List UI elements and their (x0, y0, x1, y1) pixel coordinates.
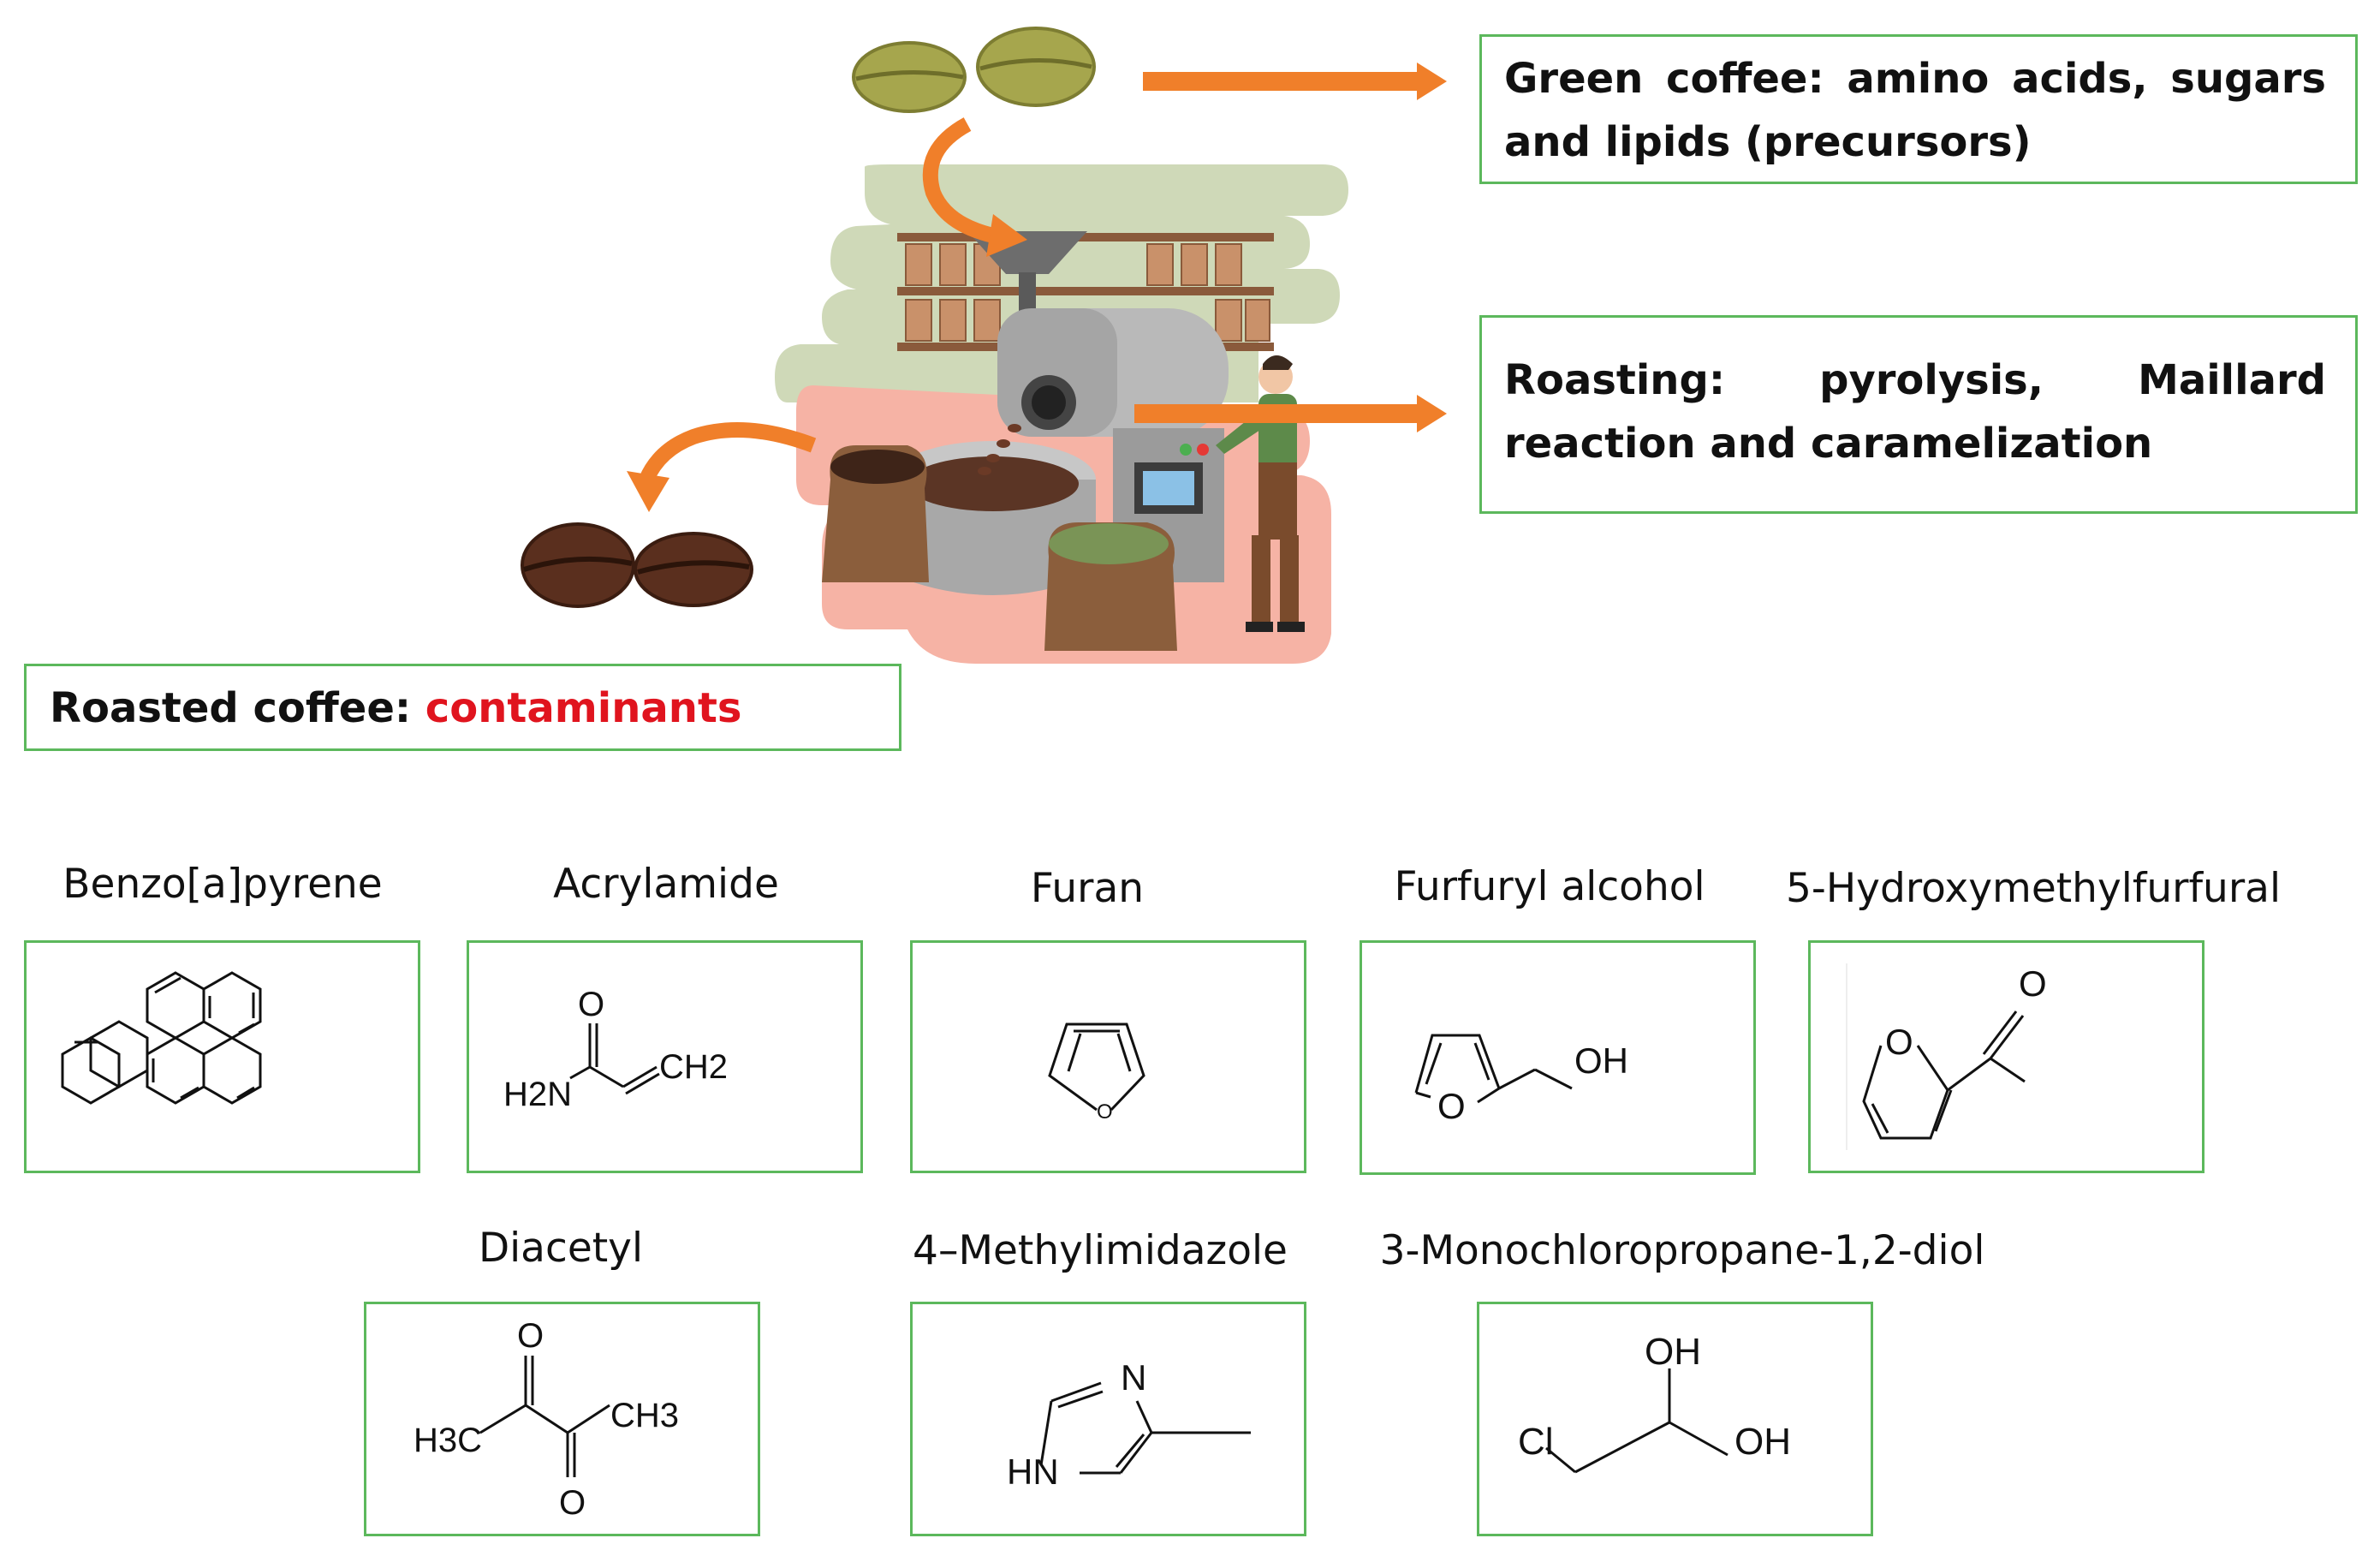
structure-box-hmf: O O (1808, 940, 2204, 1173)
mcpd-atom-oh-right: OH (1734, 1421, 1791, 1463)
compound-name-furan: Furan (1030, 865, 1145, 912)
furfuryl-atom-o: O (1437, 1086, 1466, 1126)
coffee-sacks (822, 445, 1177, 651)
compound-name-acrylamide: Acrylamide (553, 861, 779, 908)
roasted-coffee-label: Roasted coffee: (50, 684, 425, 732)
worker-figure (1216, 355, 1305, 632)
curved-arrow-into-hopper (922, 117, 1027, 257)
compound-name-furfuryl-alcohol: Furfuryl alcohol (1394, 863, 1705, 910)
benzo-a-pyrene-structure (61, 971, 262, 1105)
green-coffee-box (1479, 34, 2358, 184)
hmf-structure: O O (1846, 963, 2047, 1150)
acrylamide-structure: O H2N CH2 (503, 986, 728, 1113)
arrow-to-roasting-box (1134, 395, 1447, 432)
structure-box-furfuryl-alcohol: O OH (1360, 940, 1756, 1175)
contaminants-highlight: contaminants (425, 684, 742, 732)
furfuryl-alcohol-structure: O OH (1414, 1034, 1628, 1126)
structure-box-acrylamide: O H2N CH2 (467, 940, 863, 1173)
mcpd-atom-oh-top: OH (1645, 1331, 1701, 1373)
falling-beans (978, 424, 1021, 475)
curved-arrow-to-roasted-beans (627, 422, 817, 512)
diacetyl-atom-o-bottom: O (559, 1484, 586, 1522)
diacetyl-structure: O O H3C CH3 (414, 1317, 679, 1522)
hmf-atom-o-ring: O (1885, 1022, 1913, 1062)
compound-name-benzo-a-pyrene: Benzo[a]pyrene (62, 861, 383, 908)
imidazole-atom-n: N (1121, 1357, 1146, 1398)
structure-box-furan: O (910, 940, 1306, 1173)
green-coffee-beans (852, 27, 1096, 113)
structure-box-mcpd: OH Cl OH (1477, 1302, 1873, 1536)
imidazole-atom-hn: HN (1007, 1452, 1059, 1492)
roasted-coffee-beans (521, 522, 753, 608)
acrylamide-atom-o: O (578, 986, 604, 1023)
furfuryl-atom-oh: OH (1574, 1040, 1628, 1081)
diacetyl-atom-ch3: CH3 (610, 1397, 679, 1434)
diacetyl-atom-h3c: H3C (414, 1422, 482, 1459)
compound-name-hmf: 5-Hydroxymethylfurfural (1785, 865, 2282, 912)
methylimidazole-structure: N HN (1007, 1357, 1251, 1492)
mcpd-structure: OH Cl OH (1518, 1331, 1791, 1474)
mcpd-atom-cl: Cl (1518, 1421, 1554, 1463)
furan-atom-o: O (1097, 1100, 1113, 1124)
structure-box-benzo-a-pyrene (24, 940, 420, 1173)
structure-box-diacetyl: O O H3C CH3 (364, 1302, 760, 1536)
compound-name-diacetyl: Diacetyl (478, 1225, 644, 1272)
furan-structure: O (1048, 1022, 1145, 1124)
green-coffee-label: Green coffee: amino acids, sugars and li… (1504, 55, 2326, 166)
structure-box-methylimidazole: N HN (910, 1302, 1306, 1536)
acrylamide-atom-h2n: H2N (503, 1076, 572, 1113)
roasting-box (1479, 315, 2358, 514)
acrylamide-atom-ch2: CH2 (659, 1048, 728, 1086)
diacetyl-atom-o-top: O (517, 1317, 544, 1355)
hmf-atom-o-aldehyde: O (2019, 963, 2047, 1004)
roasted-coffee-box (24, 664, 901, 751)
roasting-label: Roasting: pyrolysis, Maillard reaction a… (1504, 356, 2326, 468)
compound-name-mcpd: 3-Monochloropropane-1,2-diol (1379, 1227, 1985, 1274)
compound-name-methylimidazole: 4–Methylimidazole (913, 1227, 1288, 1274)
arrow-to-green-box (1143, 63, 1447, 100)
roasted-coffee-label-wrap: Roasted coffee: contaminants (50, 677, 741, 740)
